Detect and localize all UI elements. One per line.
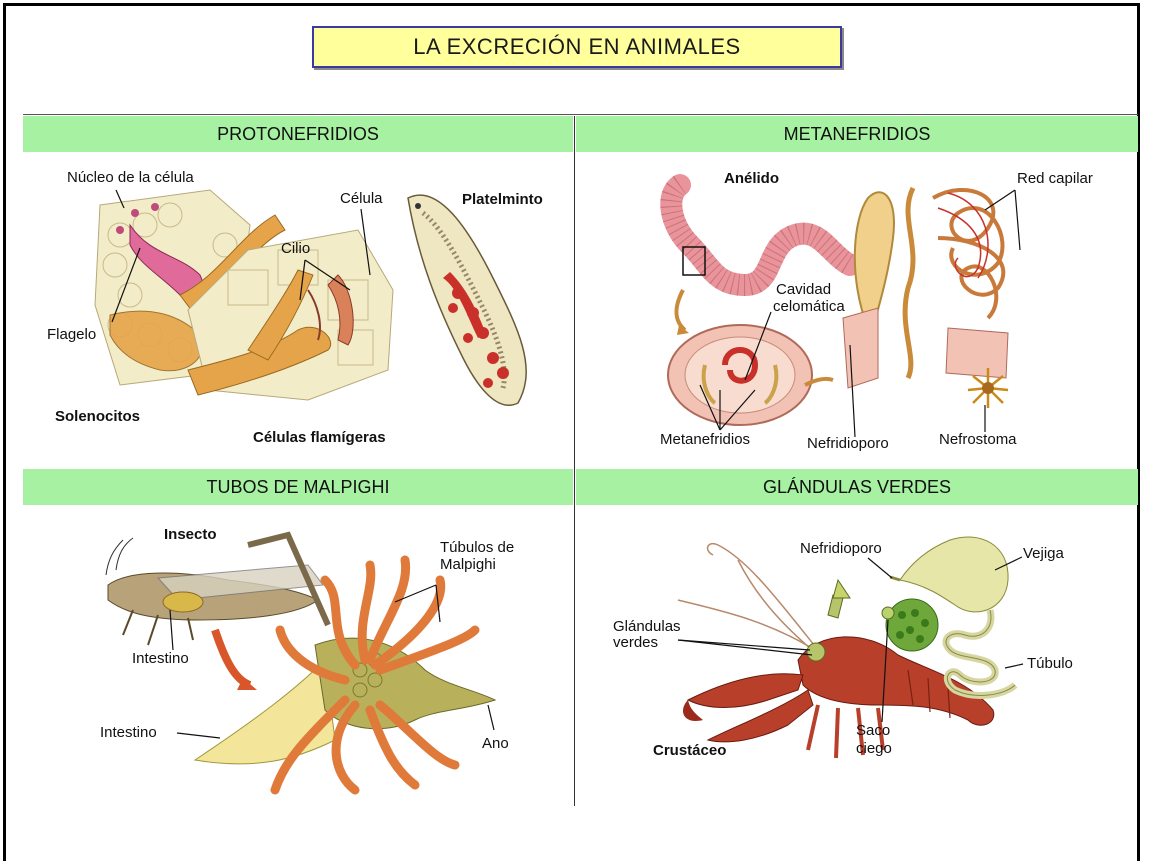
label-glandulas-1: Glándulas (613, 618, 681, 635)
label-nefridioporo-glandula: Nefridioporo (800, 540, 882, 557)
label-tubulo: Túbulo (1027, 655, 1073, 672)
label-glandulas-2: verdes (613, 634, 658, 651)
label-saco-1: Saco (856, 722, 890, 739)
label-vejiga: Vejiga (1023, 545, 1064, 562)
label-saco-2: ciego (856, 740, 892, 757)
label-crustaceo: Crustáceo (653, 742, 726, 759)
